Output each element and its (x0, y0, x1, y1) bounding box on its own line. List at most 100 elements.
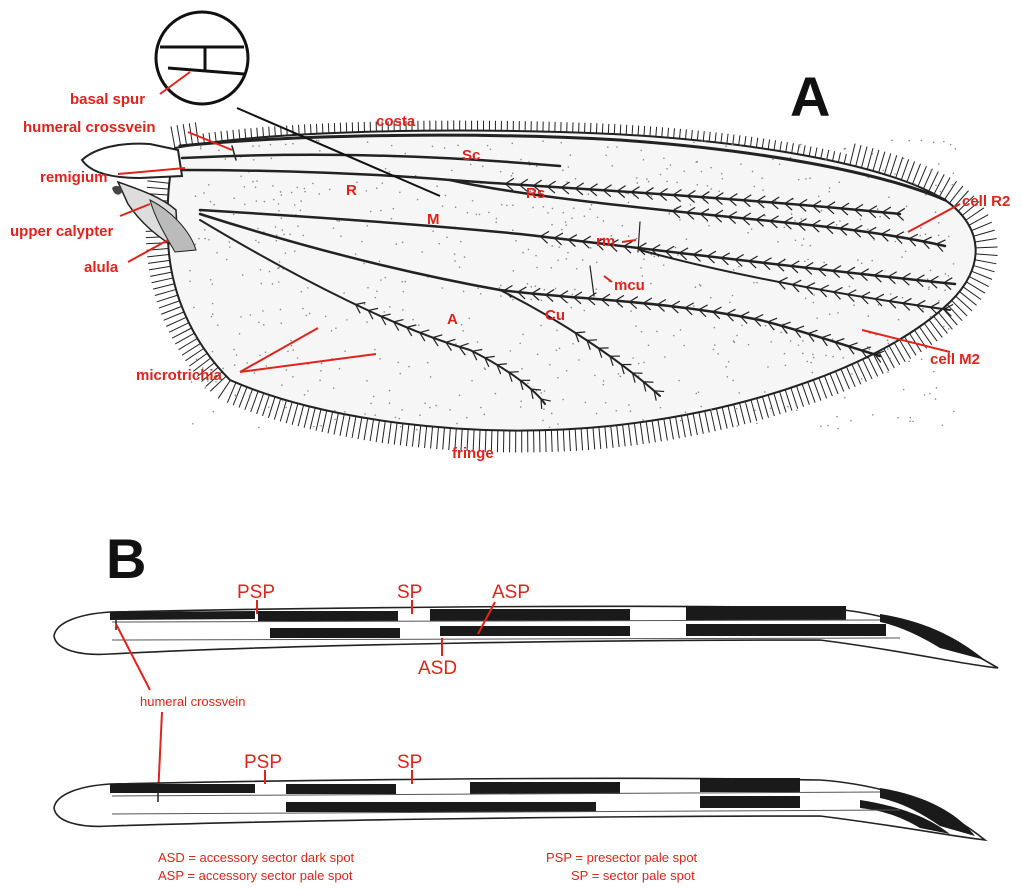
microtrichia-dot (602, 384, 604, 386)
fringe-bristle (239, 387, 247, 408)
microtrichia-dot (559, 348, 561, 350)
fringe-bristle (751, 400, 757, 421)
microtrichia-dot (898, 319, 900, 321)
microtrichia-dot (487, 145, 489, 147)
microtrichia-dot (890, 293, 892, 295)
microtrichia-dot (321, 363, 323, 365)
microtrichia-dot (628, 404, 630, 406)
microtrichia-dot (804, 261, 806, 263)
fringe-bristle (275, 126, 276, 136)
microtrichia-dot (403, 291, 405, 293)
fringe-bristle (164, 312, 184, 320)
microtrichia-dot (445, 195, 447, 197)
microtrichia-dot (641, 331, 643, 333)
fringe-bristle (155, 289, 176, 295)
microtrichia-dot (229, 246, 231, 248)
fringe-bristle (569, 429, 570, 451)
microtrichia-dot (334, 419, 336, 421)
microtrichia-dot (495, 393, 497, 395)
fringe-bristle (774, 393, 780, 414)
microtrichia-dot (375, 297, 377, 299)
fringe-bristle (780, 141, 782, 151)
fringe-bristle (721, 133, 722, 143)
microtrichia-dot (292, 143, 294, 145)
microtrichia-dot (698, 391, 700, 393)
microtrichia-dot (192, 423, 194, 425)
fringe-bristle (292, 403, 298, 424)
microtrichia-dot (823, 262, 825, 264)
fringe-bristle (161, 306, 182, 314)
microtrichia-dot (446, 237, 448, 239)
fringe-bristle (183, 124, 187, 146)
microtrichia-dot (519, 342, 521, 344)
microtrichia-dot (754, 409, 756, 411)
microtrichia-dot (718, 190, 720, 192)
microtrichia-dot (385, 168, 387, 170)
microtrichia-dot (250, 314, 252, 316)
microtrichia-dot (255, 240, 257, 242)
microtrichia-dot (212, 303, 214, 305)
fringe-bristle (676, 417, 680, 439)
microtrichia-dot (482, 165, 484, 167)
microtrichia-dot (861, 262, 863, 264)
microtrichia-dot (807, 259, 809, 261)
microtrichia-dot (938, 222, 940, 224)
microtrichia-dot (922, 308, 924, 310)
microtrichia-dot (488, 212, 490, 214)
microtrichia-dot (513, 270, 515, 272)
fringe-bristle (418, 425, 420, 447)
microtrichia-dot (361, 241, 363, 243)
fringe-bristle (739, 135, 740, 145)
microtrichia-dot (268, 406, 270, 408)
microtrichia-dot (355, 253, 357, 255)
microtrichia-dot (480, 407, 482, 409)
fringe-bristle (691, 130, 692, 140)
microtrichia-dot (233, 197, 235, 199)
vein-scale (531, 389, 541, 390)
fringe-bristle (838, 153, 840, 163)
panel-b: B PSP SP ASP ASD humeral crossvein (54, 527, 998, 883)
microtrichia-dot (500, 285, 502, 287)
microtrichia-dot (803, 238, 805, 240)
fringe-bristle (780, 391, 787, 412)
microtrichia-dot (462, 330, 464, 332)
microtrichia-dot (585, 402, 587, 404)
microtrichia-dot (318, 193, 320, 195)
microtrichia-dot (753, 186, 755, 188)
microtrichia-dot (270, 144, 272, 146)
microtrichia-dot (195, 336, 197, 338)
microtrichia-dot (366, 190, 368, 192)
microtrichia-dot (594, 375, 596, 377)
microtrichia-dot (366, 380, 368, 382)
fringe-bristle (796, 386, 803, 407)
fringe-bristle (215, 132, 216, 142)
fringe-bristle (425, 426, 427, 448)
microtrichia-dot (948, 236, 950, 238)
microtrichia-dot (316, 139, 318, 141)
fringe-bristle (833, 151, 835, 161)
fringe-bristle (699, 412, 703, 434)
humeral-crossvein-b-label: humeral crossvein (140, 694, 246, 709)
microtrichia-dot (234, 394, 236, 396)
fringe-bristle (716, 408, 721, 429)
asd-label: ASD (418, 658, 457, 679)
microtrichia-dot (806, 361, 808, 363)
microtrichia-dot (929, 393, 931, 395)
microtrichia-dot (650, 283, 652, 285)
fringe-bristle (157, 295, 178, 302)
microtrichia-dot (796, 409, 798, 411)
fringe-bristle (884, 153, 891, 174)
fringe-bristle (370, 419, 373, 441)
microtrichia-dot (379, 358, 381, 360)
asp-label: ASP (492, 582, 530, 603)
microtrichia-dot (258, 426, 260, 428)
fringe-bristle (924, 323, 937, 341)
microtrichia-dot (570, 307, 572, 309)
fringe-bristle (581, 428, 582, 450)
microtrichia-dot (370, 403, 372, 405)
microtrichia-dot (596, 288, 598, 290)
microtrichia-dot (397, 362, 399, 364)
microtrichia-dot (216, 252, 218, 254)
microtrichia-dot (732, 143, 734, 145)
fringe-bristle (774, 140, 776, 150)
